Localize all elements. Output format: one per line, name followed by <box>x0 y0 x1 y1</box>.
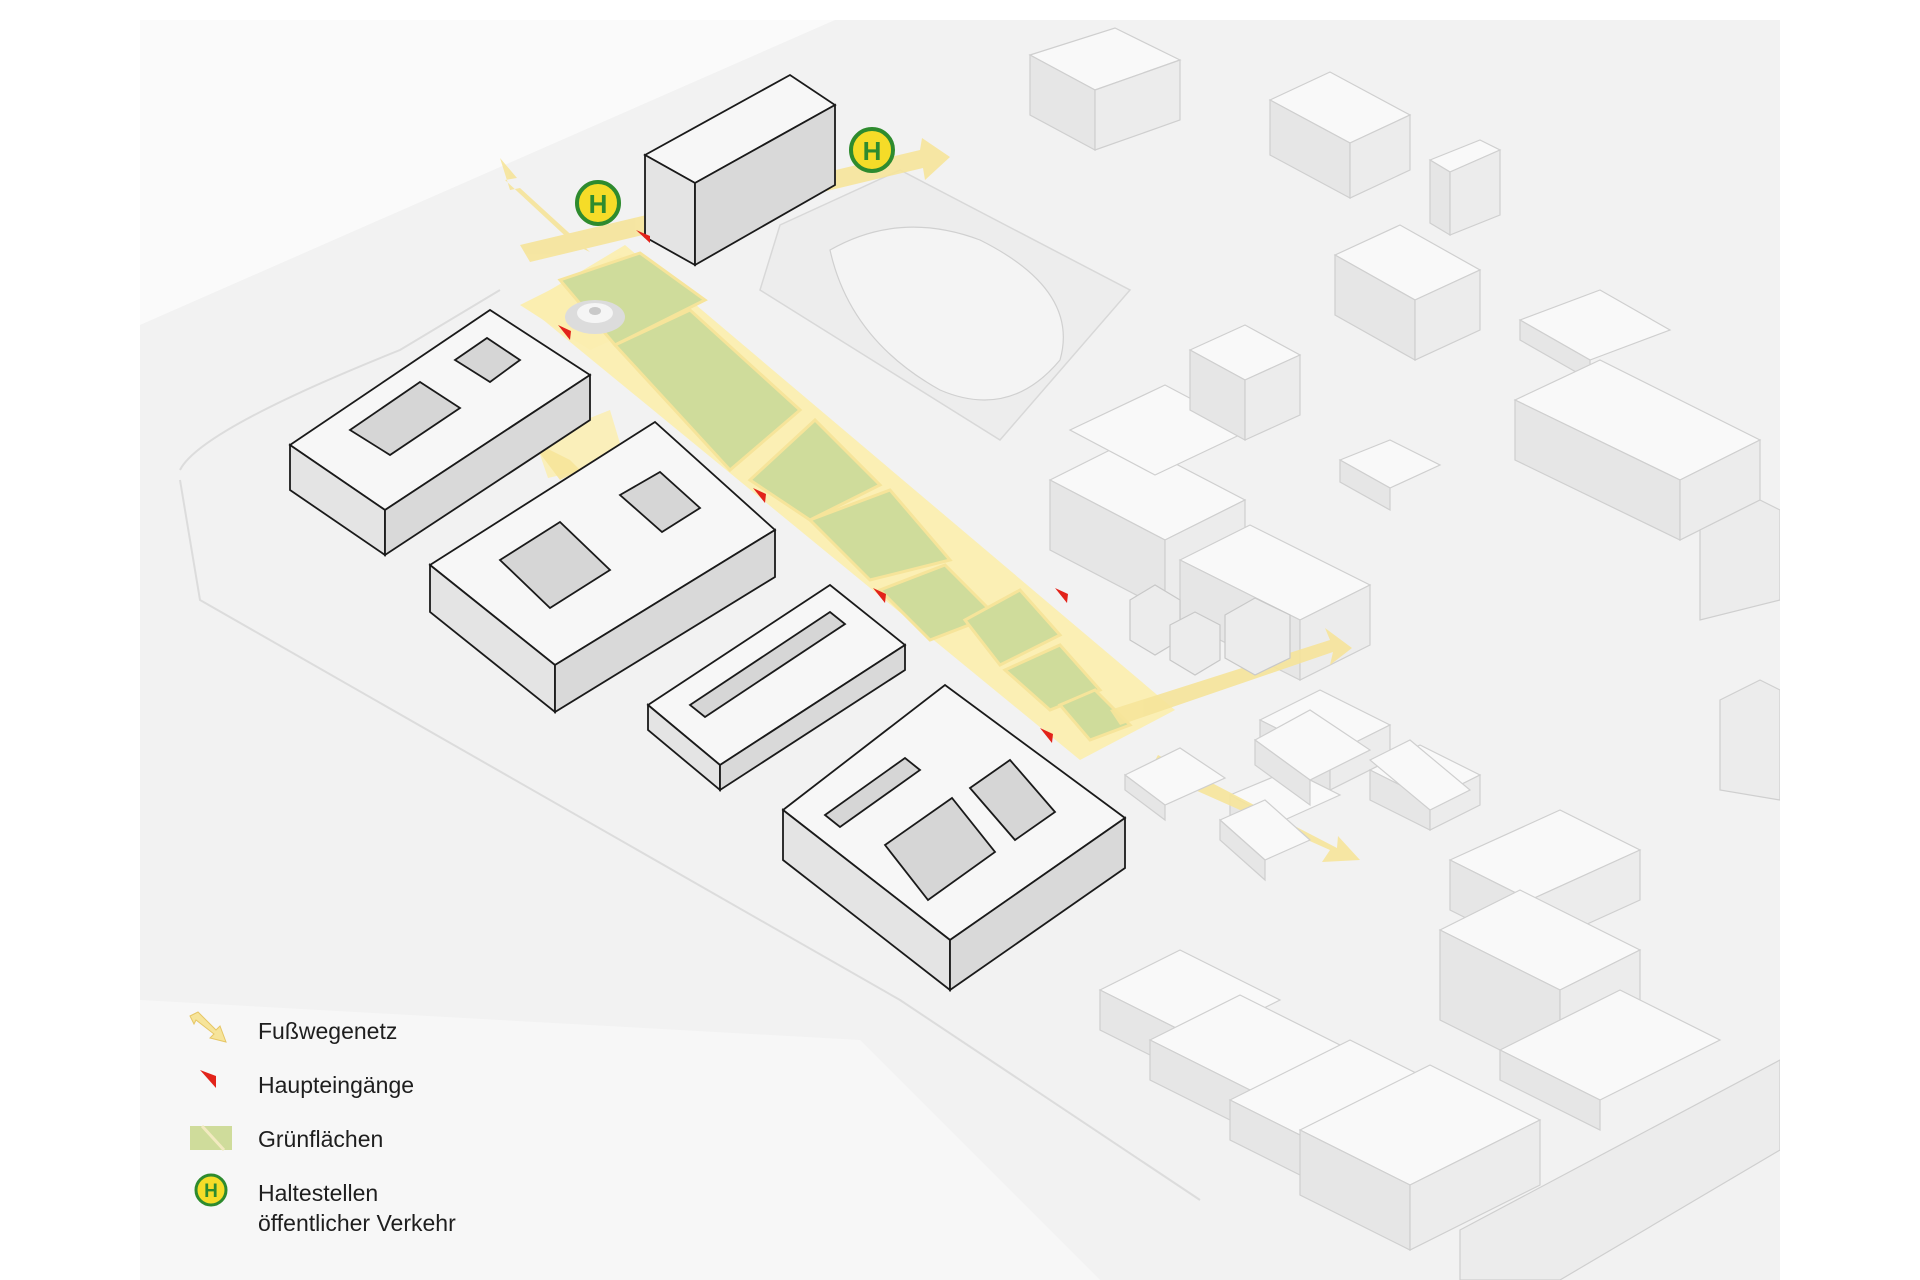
entrance-marker-icon <box>200 1070 216 1088</box>
entrance-marker-icon <box>1055 588 1068 603</box>
street-edge-lower <box>140 1000 1100 1280</box>
footpath-arrow-icon <box>1110 628 1352 725</box>
transit-stop-icon <box>575 180 621 226</box>
landscape-ring <box>829 226 1064 401</box>
legend-item-transit-stops: H Haltestellen öffentlicher Verkehr <box>180 1172 600 1252</box>
legend-item-entrances: Haupteingänge <box>180 1064 600 1118</box>
main-building-north <box>643 73 837 267</box>
left-margin <box>0 0 140 1280</box>
legend-label-transit-stops: Haltestellen öffentlicher Verkehr <box>258 1178 456 1238</box>
transit-stop-icon: H <box>194 1173 228 1207</box>
transit-stop-letter: H <box>589 189 608 219</box>
street-edge <box>140 20 835 325</box>
site-boundary <box>179 289 1201 1201</box>
pavilions <box>1123 709 1472 882</box>
entrance-marker-icon <box>558 325 571 340</box>
legend-label-footpath: Fußwegenetz <box>258 1018 398 1044</box>
entrance-marker-icon <box>636 230 650 243</box>
legend-item-green-areas: Grünflächen <box>180 1118 600 1172</box>
legend: Fußwegenetz Haupteingänge Grünflächen H … <box>180 1010 600 1252</box>
right-margin <box>1780 0 1920 1280</box>
green-area-icon <box>190 1124 232 1152</box>
entrance-marker-icon <box>873 588 886 603</box>
top-margin <box>0 0 1920 20</box>
main-building-3 <box>646 583 907 792</box>
main-building-4 <box>781 683 1127 992</box>
legend-stop-letter: H <box>204 1181 218 1202</box>
legend-label-transit-line2: öffentlicher Verkehr <box>258 1210 456 1236</box>
footpath-arrow-icon <box>189 1011 227 1043</box>
transit-stop-letter: H <box>863 136 882 166</box>
main-building-1 <box>288 308 592 557</box>
fountain-icon <box>565 300 625 334</box>
entrances <box>558 230 1068 743</box>
transit-stop-1: H <box>575 180 621 226</box>
legend-label-transit-line1: Haltestellen <box>258 1180 379 1206</box>
storage-tanks <box>1129 584 1291 676</box>
legend-item-footpath: Fußwegenetz <box>180 1010 600 1064</box>
legend-label-entrances: Haupteingänge <box>258 1072 415 1098</box>
entrance-marker-icon <box>753 488 766 503</box>
green-areas <box>557 251 1133 742</box>
entrance-marker-icon <box>1040 728 1053 743</box>
main-building-2 <box>428 420 777 714</box>
legend-label-green-areas: Grünflächen <box>258 1126 384 1152</box>
transit-stop-icon <box>849 127 895 173</box>
transit-stop-2: H <box>849 127 895 173</box>
